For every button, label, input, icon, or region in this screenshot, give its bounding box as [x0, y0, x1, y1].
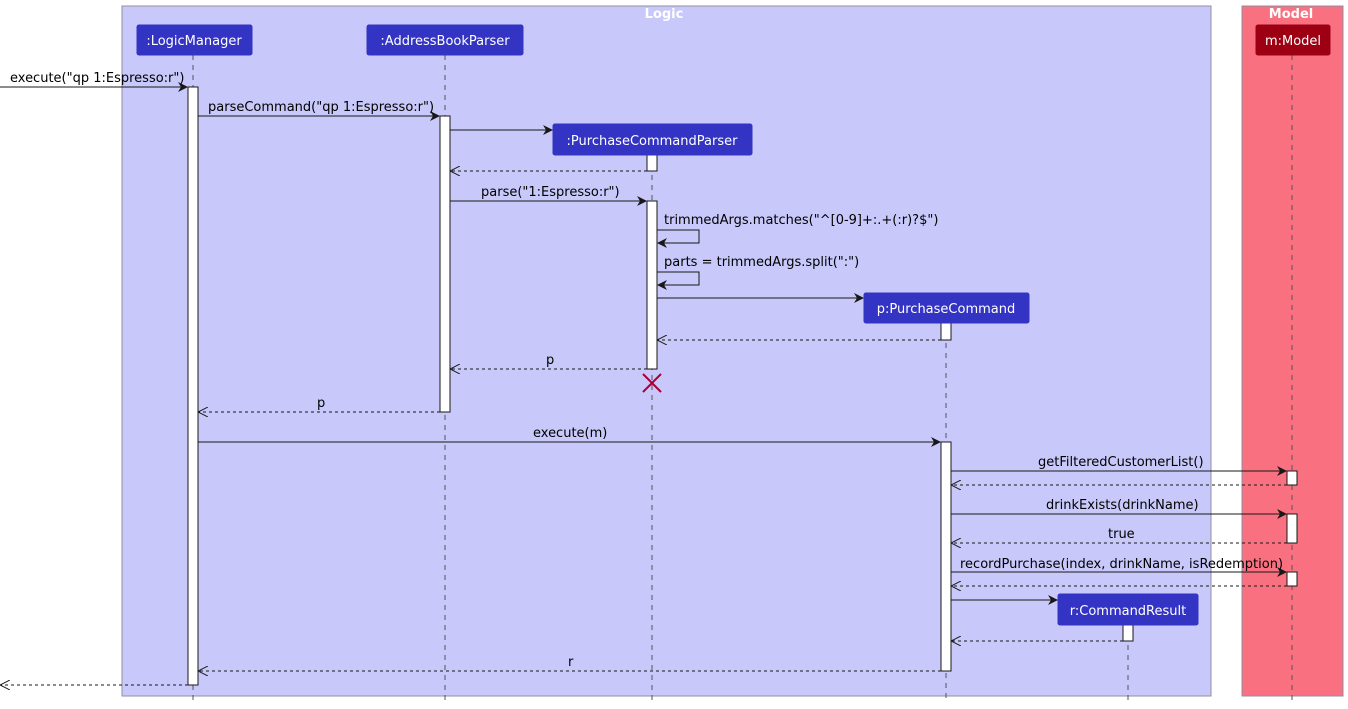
activations	[187, 86, 1298, 686]
message-label: parse("1:Espresso:r")	[481, 185, 620, 200]
activation-command-result	[1122, 624, 1134, 642]
message-labels: execute("qp 1:Espresso:r") parseCommand(…	[10, 71, 1283, 670]
model-box-title: Model	[1269, 7, 1313, 22]
logic-box-title: Logic	[645, 7, 684, 22]
activation-model-3	[1286, 571, 1298, 587]
message-label: execute(m)	[533, 426, 607, 441]
participant-purchase-command: p:PurchaseCommand	[863, 292, 1030, 324]
participant-purchase-command-parser: :PurchaseCommandParser	[552, 123, 753, 156]
participant-label: :LogicManager	[146, 34, 242, 49]
participant-label: :AddressBookParser	[380, 34, 510, 49]
activation-address-book-parser	[439, 115, 451, 413]
destroy-mark	[642, 373, 662, 393]
message-label: true	[1108, 527, 1135, 542]
message-label: parts = trimmedArgs.split(":")	[664, 255, 859, 270]
activation-model-2	[1286, 513, 1298, 544]
message-label: trimmedArgs.matches("^[0-9]+:.+(:r)?$")	[664, 213, 938, 228]
activation-purchase-command-parser-create	[646, 154, 658, 172]
logic-box	[121, 5, 1212, 697]
activation-purchase-command-execute	[940, 441, 952, 672]
participant-command-result: r:CommandResult	[1057, 593, 1199, 626]
messages	[0, 82, 1287, 685]
participant-label: :PurchaseCommandParser	[567, 134, 739, 149]
message-label: p	[546, 353, 554, 368]
participant-model: m:Model	[1255, 24, 1331, 56]
message-label: execute("qp 1:Espresso:r")	[10, 71, 184, 86]
message-label: recordPurchase(index, drinkName, isRedem…	[960, 557, 1283, 572]
activation-model-1	[1286, 470, 1298, 486]
message-label: drinkExists(drinkName)	[1046, 498, 1199, 513]
message-label: p	[317, 396, 325, 411]
activation-purchase-command-parser-parse	[646, 200, 658, 370]
participant-label: r:CommandResult	[1070, 604, 1186, 619]
message-label: r	[568, 655, 574, 670]
participant-label: m:Model	[1265, 34, 1321, 49]
participant-label: p:PurchaseCommand	[877, 302, 1015, 317]
activation-purchase-command-create	[940, 322, 952, 341]
message-label: getFilteredCustomerList()	[1038, 455, 1204, 470]
message-arrow	[657, 271, 700, 290]
message-label: parseCommand("qp 1:Espresso:r")	[208, 100, 434, 115]
activation-logic-manager	[187, 86, 199, 686]
message-arrow	[657, 229, 700, 248]
participant-address-book-parser: :AddressBookParser	[366, 24, 524, 56]
participant-logic-manager: :LogicManager	[136, 24, 253, 56]
